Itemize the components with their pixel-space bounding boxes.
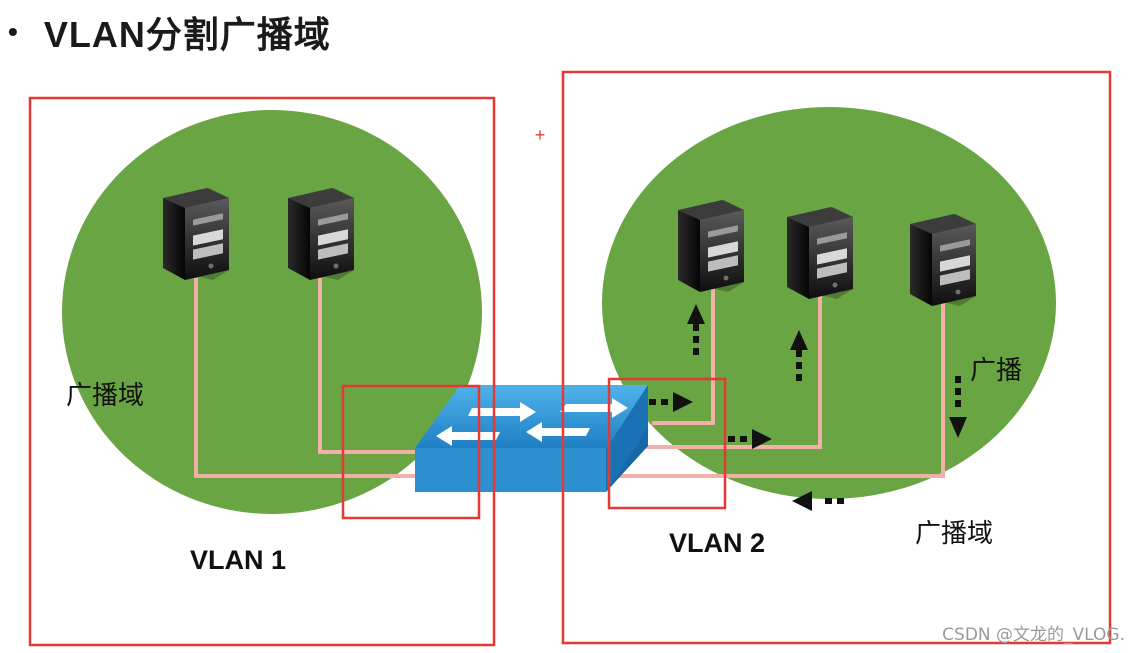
frames — [28, 70, 1112, 647]
server-icon — [163, 188, 229, 280]
title-text: VLAN分割广播域 — [43, 14, 331, 55]
watermark: CSDN @文龙的_VLOG. — [942, 625, 1125, 645]
server-icon — [288, 188, 354, 280]
server-icon — [910, 214, 976, 306]
cable-left-1 — [194, 278, 420, 478]
cable-left-2 — [318, 278, 420, 454]
broadcast-domain-right — [602, 107, 1056, 499]
port-highlight-left — [341, 384, 481, 520]
broadcast-label-right: 广播 — [970, 355, 1023, 385]
plus-mark: + — [535, 125, 546, 145]
vlan1-label: VLAN 1 — [190, 545, 287, 575]
cables — [194, 278, 945, 478]
port-highlight-right — [607, 377, 727, 510]
cable-right-2 — [612, 292, 822, 449]
cable-right-1 — [652, 285, 715, 425]
server-icon — [678, 200, 744, 292]
server-icon — [787, 207, 853, 299]
vlan1-frame — [28, 96, 496, 647]
broadcast-domain-label-left: 广播域 — [66, 380, 145, 410]
title-bullet: • — [8, 16, 18, 47]
switch-icon — [415, 385, 648, 492]
vlan2-frame — [561, 70, 1112, 645]
broadcast-domain-label-right: 广播域 — [915, 518, 994, 548]
page-title: • VLAN分割广播域 — [8, 6, 331, 58]
broadcast-arrow-icon — [649, 304, 967, 511]
vlan2-label: VLAN 2 — [669, 528, 766, 558]
cable-right-3 — [600, 299, 945, 478]
